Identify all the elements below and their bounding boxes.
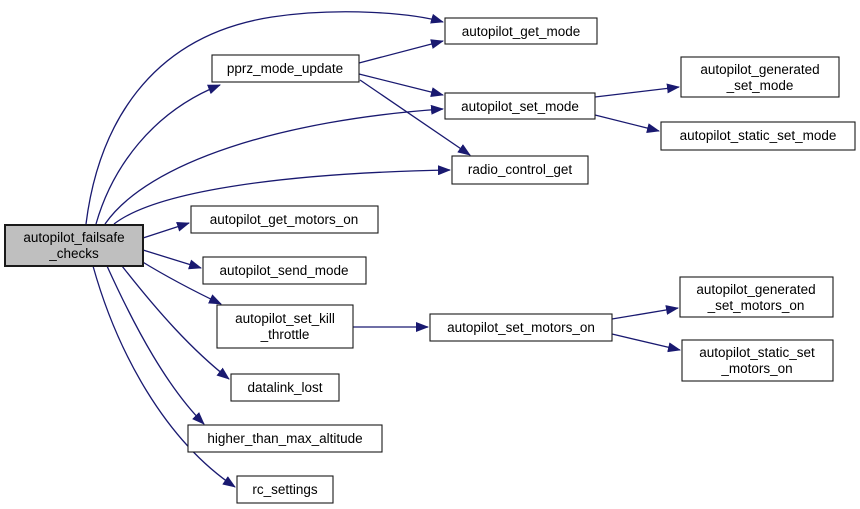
node-box [429, 313, 613, 342]
node-box [444, 17, 598, 45]
node-box [451, 155, 589, 185]
node-label: autopilot_send_mode [219, 263, 348, 278]
node-autopilot-send-mode[interactable]: autopilot_send_mode [202, 256, 367, 285]
node-label: autopilot_failsafe [23, 230, 124, 245]
node-label: autopilot_get_motors_on [210, 212, 359, 227]
node-autopilot-static-set-mode[interactable]: autopilot_static_set_mode [660, 121, 856, 151]
edge-set-motors-on-to-static-set-motors-on [611, 333, 681, 353]
node-pprz-mode-update[interactable]: pprz_mode_update [211, 54, 360, 83]
edge-failsafe-to-datalink-lost [121, 265, 230, 380]
node-label: autopilot_get_mode [462, 24, 581, 39]
node-label: _motors_on [720, 361, 792, 376]
node-box [190, 205, 379, 234]
edge-failsafe-to-radio-control-get [113, 165, 451, 225]
node-label: autopilot_static_set_mode [680, 128, 837, 143]
edge-failsafe-to-pprz-mode-update [95, 84, 221, 225]
node-label: autopilot_set_mode [461, 99, 579, 114]
node-box [211, 54, 360, 83]
node-label: _set_mode [726, 78, 794, 93]
node-autopilot-get-motors-on[interactable]: autopilot_get_motors_on [190, 205, 379, 234]
node-label: _throttle [260, 327, 310, 342]
node-box [680, 56, 840, 98]
node-label: autopilot_generated [696, 282, 815, 297]
edge-failsafe-to-set-kill-throttle [140, 260, 222, 305]
edge-failsafe-to-get-mode [85, 11, 444, 225]
node-label: datalink_lost [247, 380, 322, 395]
node-autopilot-get-mode[interactable]: autopilot_get_mode [444, 17, 598, 45]
node-box [230, 373, 340, 402]
node-datalink-lost[interactable]: datalink_lost [230, 373, 340, 402]
node-label: _checks [48, 246, 99, 261]
node-box [216, 304, 354, 349]
edge-pprz-to-radio-control-get [359, 79, 471, 156]
node-label: autopilot_set_kill [235, 311, 335, 326]
node-autopilot-failsafe-checks[interactable]: autopilot_failsafe _checks [4, 224, 144, 267]
node-label: pprz_mode_update [227, 61, 343, 76]
node-radio-control-get[interactable]: radio_control_get [451, 155, 589, 185]
edge-failsafe-to-higher-than-max-altitude [106, 265, 205, 425]
node-rc-settings[interactable]: rc_settings [236, 475, 334, 504]
node-box [202, 256, 367, 285]
node-box [681, 339, 834, 382]
edge-failsafe-to-send-mode [142, 249, 202, 270]
node-autopilot-set-motors-on[interactable]: autopilot_set_motors_on [429, 313, 613, 342]
edge-failsafe-to-get-motors-on [142, 221, 190, 239]
node-box [660, 121, 856, 151]
node-box [444, 92, 596, 120]
edge-set-mode-to-generated-set-mode [594, 83, 680, 98]
edge-failsafe-to-set-mode [104, 104, 444, 225]
edge-layer [85, 11, 681, 488]
node-label: autopilot_generated [700, 62, 819, 77]
node-label: _set_motors_on [707, 298, 805, 313]
node-higher-than-max-altitude[interactable]: higher_than_max_altitude [187, 424, 383, 453]
edge-pprz-to-get-mode [358, 39, 444, 64]
node-label: autopilot_set_motors_on [447, 320, 595, 335]
node-box [679, 276, 834, 318]
node-box [236, 475, 334, 504]
node-label: rc_settings [252, 482, 318, 497]
node-autopilot-generated-set-mode[interactable]: autopilot_generated _set_mode [680, 56, 840, 98]
node-autopilot-static-set-motors-on[interactable]: autopilot_static_set _motors_on [681, 339, 834, 382]
node-box [4, 224, 144, 267]
edge-set-motors-on-to-generated-set-motors-on [611, 305, 679, 320]
node-box [187, 424, 383, 453]
edge-set-mode-to-static-set-mode [594, 114, 660, 133]
node-autopilot-generated-set-motors-on[interactable]: autopilot_generated _set_motors_on [679, 276, 834, 318]
node-label: autopilot_static_set [699, 345, 815, 360]
node-autopilot-set-kill-throttle[interactable]: autopilot_set_kill _throttle [216, 304, 354, 349]
node-label: higher_than_max_altitude [207, 431, 362, 446]
node-autopilot-set-mode[interactable]: autopilot_set_mode [444, 92, 596, 120]
edge-failsafe-to-rc-settings [92, 265, 236, 488]
edge-pprz-to-set-mode [358, 73, 444, 97]
node-label: radio_control_get [468, 162, 573, 177]
